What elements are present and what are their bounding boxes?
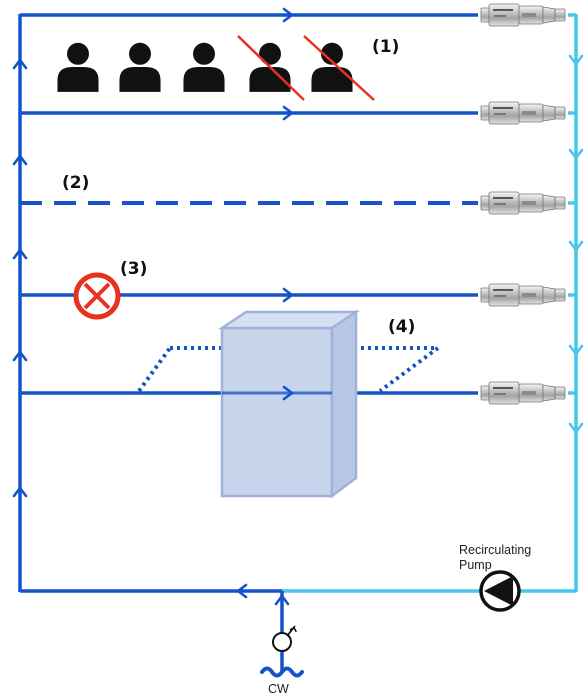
pump-label-line1: Recirculating xyxy=(459,543,531,557)
arrow-right-icon xyxy=(282,287,294,303)
arrow-up-icon xyxy=(12,248,28,260)
arrow-up-icon xyxy=(12,350,28,362)
arrow-down-icon xyxy=(568,148,584,160)
outlet-valve-icon xyxy=(480,283,566,307)
water-inlet-icon xyxy=(260,625,304,678)
inlet-label: CW xyxy=(268,682,289,696)
cross-out-mark xyxy=(237,35,305,101)
arrow-up-icon xyxy=(12,486,28,498)
marker-4-label: (4) xyxy=(388,317,415,337)
cross-out-mark xyxy=(303,35,375,101)
arrow-right-icon xyxy=(282,105,294,121)
labels: (1) (2) (3) (4) Recirculating Pump CW xyxy=(62,37,531,696)
person-icon xyxy=(119,42,161,92)
outlet-valve-icon xyxy=(480,3,566,27)
arrow-down-icon xyxy=(568,422,584,434)
outlet-valves xyxy=(480,3,566,405)
pump-icon xyxy=(479,570,521,612)
closed-valve-icon xyxy=(73,272,121,320)
arrow-up-icon xyxy=(12,154,28,166)
occupants-group xyxy=(57,35,375,101)
person-icon xyxy=(311,42,353,92)
outlet-valve-icon xyxy=(480,381,566,405)
person-icon xyxy=(57,42,99,92)
arrow-right-icon xyxy=(282,7,294,23)
person-icon xyxy=(183,42,225,92)
arrow-left-icon xyxy=(236,583,248,599)
outlet-valve-icon xyxy=(480,191,566,215)
arrow-up-icon xyxy=(274,594,290,606)
tank-icon xyxy=(137,309,440,499)
marker-2-label: (2) xyxy=(62,173,89,193)
arrow-down-icon xyxy=(568,344,584,356)
arrow-up-icon xyxy=(12,58,28,70)
marker-1-label: (1) xyxy=(372,37,399,57)
arrow-down-icon xyxy=(568,54,584,66)
pump-label-line2: Pump xyxy=(459,558,492,572)
outlet-valve-icon xyxy=(480,101,566,125)
marker-3-label: (3) xyxy=(120,259,147,279)
arrow-down-icon xyxy=(568,240,584,252)
